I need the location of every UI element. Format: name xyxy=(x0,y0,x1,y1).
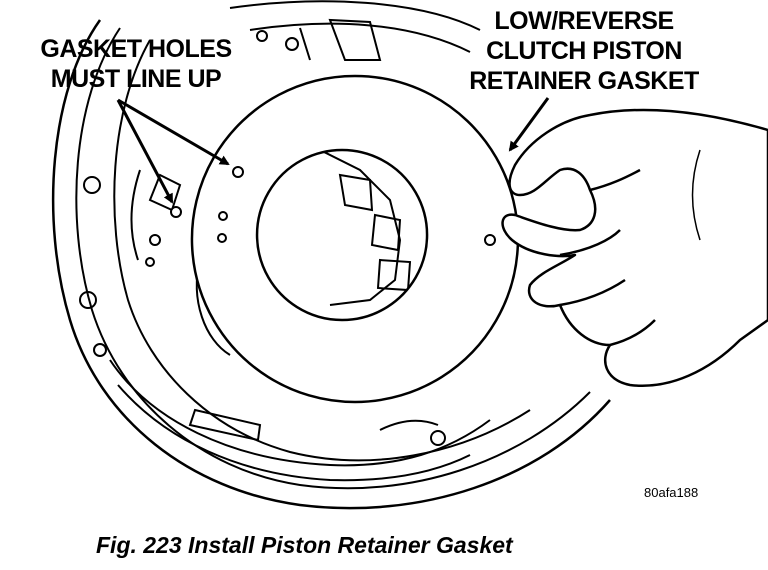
gasket-bolt-hole xyxy=(218,211,228,221)
gasket-name-label: LOW/REVERSE CLUTCH PISTON RETAINER GASKE… xyxy=(448,6,720,96)
gasket-alignment-hole xyxy=(232,166,244,178)
transmission-case xyxy=(51,0,611,510)
technician-hand xyxy=(501,108,768,387)
gasket-holes-label: GASKET HOLES MUST LINE UP xyxy=(16,34,256,94)
gasket-name-label-line-2: CLUTCH PISTON xyxy=(486,37,682,65)
retainer-gasket xyxy=(170,74,520,404)
arrow-to-lower-hole xyxy=(116,99,174,204)
gasket-alignment-hole xyxy=(484,234,496,246)
gasket-holes-label-line-2: MUST LINE UP xyxy=(50,65,222,93)
arrow-to-gasket xyxy=(508,97,550,152)
gasket-name-label-line-1: LOW/REVERSE xyxy=(494,7,674,35)
figure-caption: Fig. 223 Install Piston Retainer Gasket xyxy=(96,532,513,558)
arrow-to-upper-hole xyxy=(117,98,230,166)
gasket-holes-label-line-1: GASKET HOLES xyxy=(40,35,232,63)
callout-arrows xyxy=(116,97,550,204)
gasket-name-label-line-3: RETAINER GASKET xyxy=(469,67,699,95)
gasket-alignment-hole xyxy=(170,206,182,218)
case-bolt-holes xyxy=(79,30,446,446)
gasket-bolt-hole xyxy=(217,233,227,243)
figure-id: 80afa188 xyxy=(644,485,699,500)
